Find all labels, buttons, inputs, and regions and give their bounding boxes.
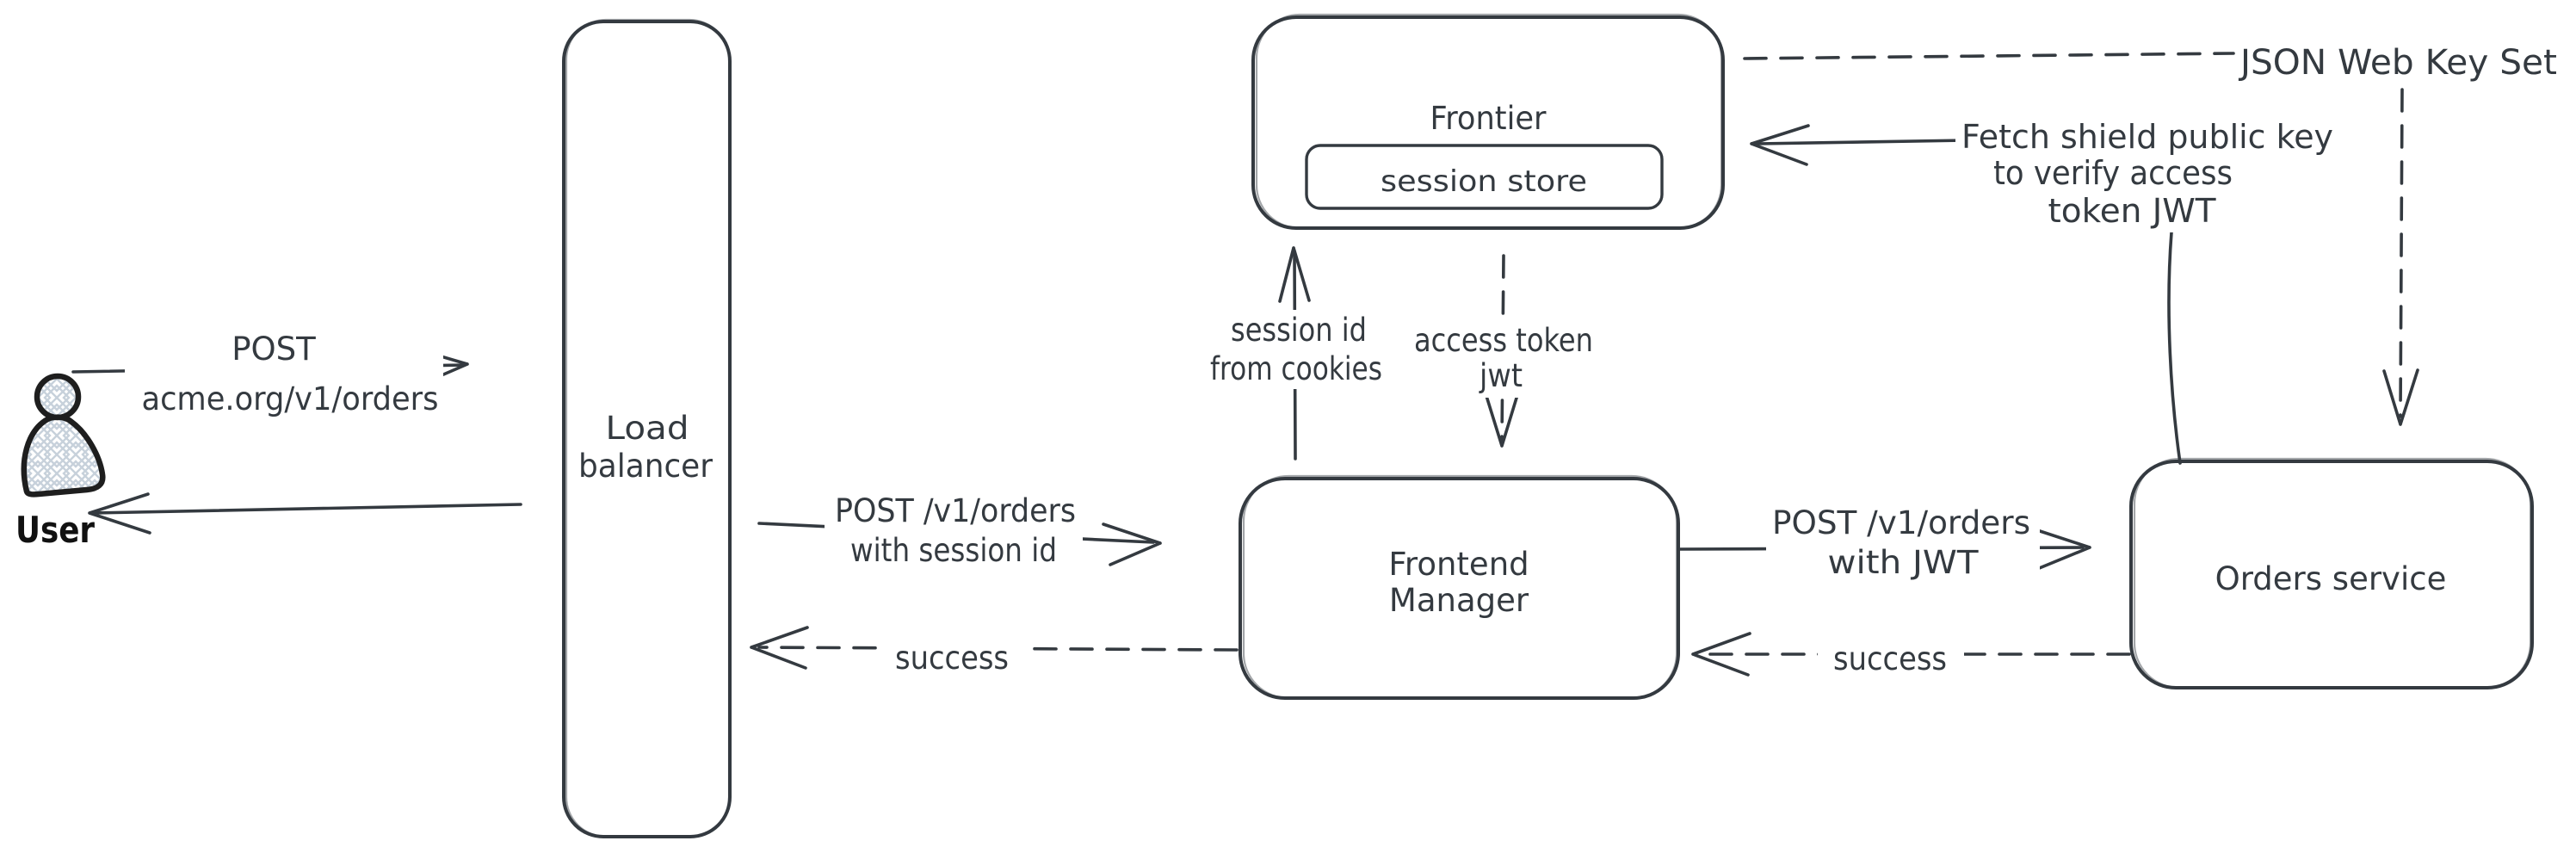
- user-icon: [21, 373, 106, 498]
- edge-frontend-manager-to-frontier: session id from cookies: [1203, 246, 1394, 461]
- load-balancer-label-line1: Load: [606, 410, 689, 447]
- edge-label-post: POST: [232, 331, 316, 368]
- edge-label-access-token: access token: [1414, 322, 1593, 359]
- edge-label-success-left: success: [895, 640, 1009, 677]
- frontend-manager-label-line2: Manager: [1389, 582, 1529, 619]
- edge-load-balancer-to-user: [88, 492, 522, 535]
- edge-label-with-jwt: with JWT: [1828, 544, 1979, 581]
- frontend-manager-label-line1: Frontend: [1388, 546, 1529, 583]
- edge-label-success-right: success: [1833, 640, 1947, 677]
- edge-label-fetch-key-line2: to verify access: [1993, 154, 2233, 192]
- edge-label-json-web-key-set: JSON Web Key Set: [2238, 43, 2557, 83]
- node-load-balancer: Load balancer: [562, 18, 732, 838]
- edge-label-acme-orders: acme.org/v1/orders: [142, 380, 439, 417]
- edge-label-fetch-key-line3: token JWT: [2048, 192, 2217, 230]
- edge-label-post-orders-session: POST /v1/orders: [835, 492, 1076, 529]
- node-frontier: Frontier session store: [1251, 13, 1725, 230]
- edge-frontier-jwks: JSON Web Key Set: [1743, 43, 2557, 426]
- user-label: User: [15, 509, 95, 551]
- edge-orders-service-to-frontier: Fetch shield public key to verify access…: [1750, 108, 2343, 465]
- node-session-store: session store: [1305, 144, 1664, 210]
- edge-label-from-cookies: from cookies: [1210, 350, 1382, 387]
- edge-label-session-id: session id: [1231, 312, 1367, 349]
- edge-label-post-orders-jwt: POST /v1/orders: [1772, 504, 2030, 541]
- orders-service-label: Orders service: [2215, 560, 2447, 597]
- frontier-label: Frontier: [1430, 100, 1547, 137]
- node-orders-service: Orders service: [2129, 457, 2534, 689]
- edge-orders-service-to-frontend-manager: success: [1691, 632, 2131, 680]
- edge-frontier-to-frontend-manager: access token jwt: [1408, 254, 1599, 448]
- node-frontend-manager: Frontend Manager: [1239, 474, 1680, 700]
- edge-label-jwt: jwt: [1479, 357, 1523, 394]
- edge-label-with-session-id: with session id: [850, 532, 1057, 569]
- load-balancer-label-line2: balancer: [578, 448, 713, 485]
- edge-load-balancer-to-frontend-manager: POST /v1/orders with session id: [757, 491, 1162, 570]
- edge-user-to-load-balancer: POST acme.org/v1/orders: [71, 330, 469, 419]
- session-store-label: session store: [1381, 164, 1587, 199]
- edge-label-fetch-key-line1: Fetch shield public key: [1961, 118, 2333, 156]
- edge-frontend-manager-to-load-balancer: success: [750, 626, 1239, 677]
- edge-frontend-manager-to-orders-service: POST /v1/orders with JWT: [1678, 501, 2091, 582]
